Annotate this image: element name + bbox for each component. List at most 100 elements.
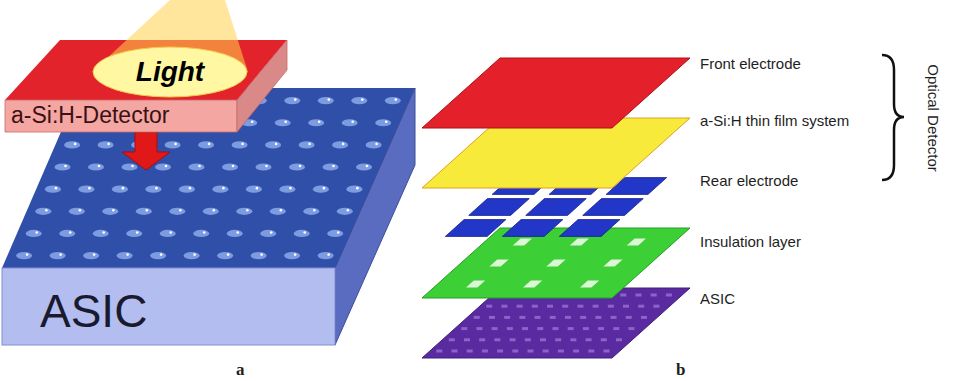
asic-cell	[598, 327, 604, 330]
circuit-cell	[169, 208, 185, 215]
contact-dot	[327, 98, 330, 101]
contact-dot	[299, 165, 302, 168]
asic-cell	[636, 294, 642, 297]
curly-brace	[882, 55, 904, 180]
circuit-cell	[217, 252, 233, 259]
circuit-cell	[198, 141, 214, 148]
circuit-cell	[59, 230, 75, 237]
circuit-cell	[64, 141, 80, 148]
light-spot: Light	[92, 46, 248, 98]
asic-cell	[501, 305, 507, 308]
contact-dot	[98, 165, 101, 168]
circuit-cell	[165, 141, 181, 148]
asic-cell	[593, 305, 599, 308]
contact-dot	[131, 165, 134, 168]
label-holder: Optical Detector	[924, 64, 941, 172]
label-holder: ASIC	[700, 290, 735, 307]
asic-cell	[555, 338, 561, 341]
asic-cell	[482, 350, 488, 353]
contact-dot	[347, 209, 350, 212]
contact-dot	[227, 253, 230, 256]
asic-cell	[525, 338, 531, 341]
contact-dot	[146, 209, 149, 212]
light-ellipse	[93, 47, 247, 97]
contact-dot	[327, 253, 330, 256]
contact-dot	[361, 98, 364, 101]
layer-label: a-Si:H thin film system	[700, 112, 849, 129]
circuit-cell	[236, 208, 252, 215]
via	[570, 239, 589, 246]
circuit-cell	[385, 97, 401, 104]
asic-cell	[608, 305, 614, 308]
contact-dot	[265, 165, 268, 168]
asic-cell	[474, 316, 480, 319]
contact-dot	[385, 120, 388, 123]
contact-dot	[35, 231, 38, 234]
circuit-cell	[251, 252, 267, 259]
asic-cell	[588, 350, 594, 353]
circuit-cell	[265, 141, 281, 148]
asic-cell	[535, 316, 541, 319]
contact-dot	[165, 165, 168, 168]
contact-dot	[155, 187, 158, 190]
contact-dot	[74, 143, 77, 146]
circuit-cell	[366, 141, 382, 148]
chip-front-face	[2, 268, 335, 345]
asic-cell	[479, 338, 485, 341]
asic-chip: ASIC	[0, 170, 415, 347]
asic-cell	[626, 316, 632, 319]
circuit-cell	[179, 186, 195, 193]
circuit-cell	[136, 208, 152, 215]
circuit-cell	[284, 97, 300, 104]
asic-cell	[604, 350, 610, 353]
electrode-pad	[469, 199, 530, 216]
circuit-cell	[318, 97, 334, 104]
asic-cell	[562, 305, 568, 308]
asic-cell	[517, 305, 523, 308]
contact-dot	[236, 231, 239, 234]
insulation-layer	[422, 228, 690, 298]
asic-cell	[504, 316, 510, 319]
asic-cell	[486, 305, 492, 308]
asic-cell	[623, 305, 629, 308]
contact-dot	[256, 187, 259, 190]
asic-cell	[641, 316, 647, 319]
circuit-cell	[323, 163, 339, 170]
circuit-cell	[83, 252, 99, 259]
layer-label: Insulation layer	[700, 233, 801, 250]
circuit-cell	[222, 163, 238, 170]
contact-dot	[136, 231, 139, 234]
via	[580, 281, 599, 288]
circuit-cell	[232, 141, 248, 148]
circuit-cell	[246, 186, 262, 193]
label-holder: Rear electrode	[700, 172, 798, 189]
contact-dot	[337, 231, 340, 234]
asic-cell	[449, 338, 455, 341]
circuit-cell	[126, 230, 142, 237]
asic-cell	[628, 327, 634, 330]
asic-cell	[583, 327, 589, 330]
layer-label: ASIC	[700, 290, 735, 307]
asic-cell	[651, 294, 657, 297]
asic-cell	[570, 338, 576, 341]
circuit-cell	[203, 208, 219, 215]
circuit-cell	[160, 230, 176, 237]
asic-cell	[611, 316, 617, 319]
contact-dot	[102, 231, 105, 234]
asic-cell	[540, 338, 546, 341]
contact-dot	[318, 120, 321, 123]
electrode-pad	[502, 220, 563, 237]
asic-cell	[543, 350, 549, 353]
asic-cell	[573, 350, 579, 353]
contact-dot	[174, 143, 177, 146]
circuit-cell	[308, 119, 324, 126]
via	[513, 239, 532, 246]
circuit-cell	[184, 252, 200, 259]
circuit-cell	[117, 252, 133, 259]
circuit-cell	[294, 230, 310, 237]
asic-cell	[512, 350, 518, 353]
contact-dot	[122, 187, 125, 190]
circuit-cell	[155, 163, 171, 170]
